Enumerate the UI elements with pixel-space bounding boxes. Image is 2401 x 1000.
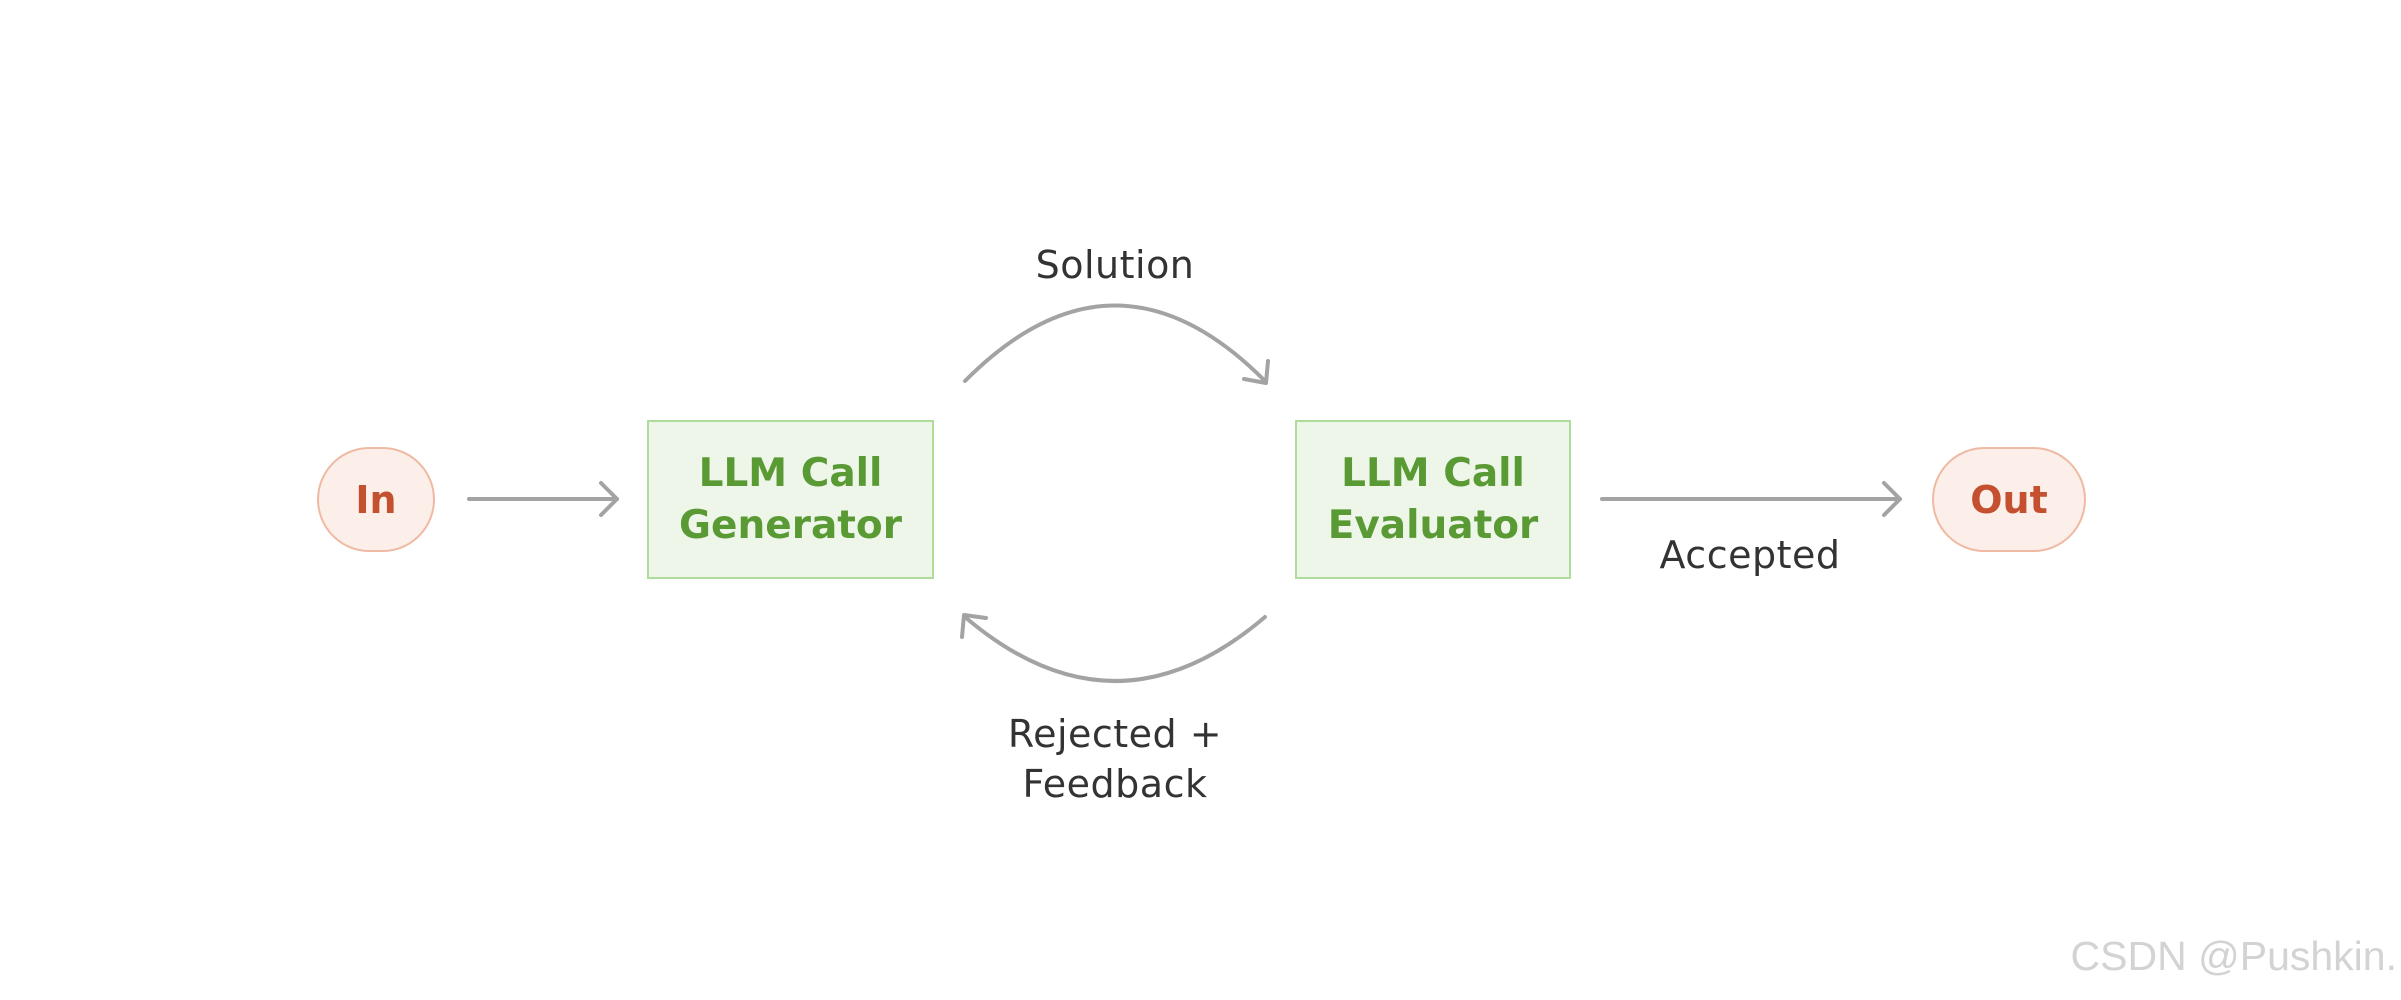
generator-node-line2: Generator xyxy=(679,502,902,548)
evaluator-node-line1: LLM Call xyxy=(1341,450,1525,496)
arrow-solution-arc xyxy=(963,303,1270,385)
watermark: CSDN @Pushkin. xyxy=(2070,933,2397,979)
input-node: In xyxy=(317,447,435,552)
solution-label: Solution xyxy=(1035,243,1195,287)
input-node-label: In xyxy=(355,477,397,522)
rejected-label-line2: Feedback xyxy=(1022,762,1208,806)
rejected-label-line1: Rejected + xyxy=(1007,712,1223,756)
generator-node: LLM Call Generator xyxy=(647,420,934,579)
output-node-label: Out xyxy=(1970,477,2048,522)
arrow-in-to-generator xyxy=(467,481,619,517)
generator-node-line1: LLM Call xyxy=(698,450,883,496)
rejected-feedback-label: Rejected + Feedback xyxy=(965,709,1265,809)
evaluator-node-line2: Evaluator xyxy=(1327,502,1539,548)
accepted-label: Accepted xyxy=(1659,533,1841,577)
arrow-rejected-arc xyxy=(960,613,1267,683)
output-node: Out xyxy=(1932,447,2086,552)
evaluator-node: LLM Call Evaluator xyxy=(1295,420,1571,579)
arrow-accepted xyxy=(1600,481,1902,517)
